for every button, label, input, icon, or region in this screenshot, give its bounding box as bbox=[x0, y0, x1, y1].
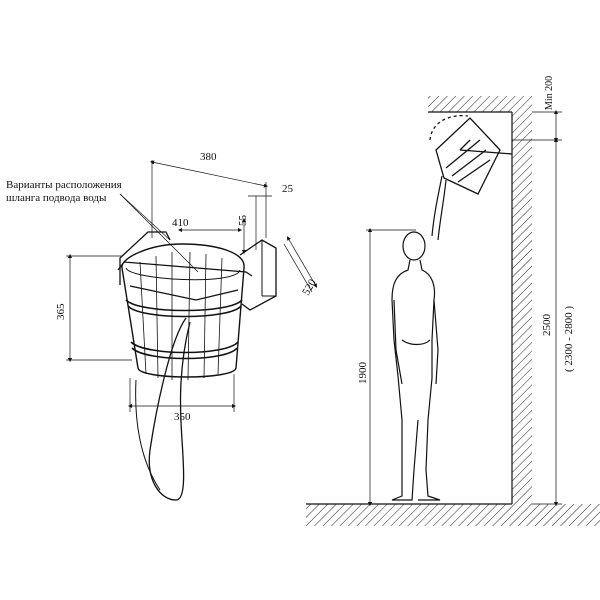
dim-height: 365 bbox=[55, 303, 67, 320]
dim-min-gap: Min 200 bbox=[544, 76, 555, 110]
dim-bracket-depth: 25 bbox=[282, 183, 294, 195]
dim-person-height: 1900 bbox=[357, 362, 369, 385]
ceiling bbox=[428, 96, 532, 112]
dim-inner-width: 410 bbox=[172, 217, 189, 229]
wall-bracket bbox=[119, 231, 277, 311]
dim-mount-height: 2500 bbox=[541, 314, 553, 337]
wall bbox=[512, 112, 532, 504]
installation-view: Min 200 1900 2500 ( 2300 - 2800 ) bbox=[306, 76, 600, 526]
dim-mount-range: ( 2300 - 2800 ) bbox=[563, 306, 575, 372]
bracket-edge bbox=[261, 240, 276, 297]
bucket-dimension-lines bbox=[66, 160, 318, 412]
water-stream bbox=[431, 175, 447, 241]
bracket-arm-top bbox=[117, 261, 253, 277]
dim-side-depth: 520 bbox=[300, 277, 319, 298]
floor bbox=[306, 504, 600, 526]
hose-caption-line1: Варианты расположения bbox=[6, 179, 122, 191]
hose-variant bbox=[135, 379, 161, 491]
bucket-rim bbox=[125, 267, 241, 281]
person-figure bbox=[391, 231, 441, 501]
bucket-assembly: Варианты расположения шланга подвода вод… bbox=[6, 151, 319, 501]
bucket-hoops bbox=[125, 299, 243, 360]
dim-bracket-height: 55 bbox=[237, 215, 249, 227]
bucket-lever bbox=[129, 285, 239, 301]
install-dimension-lines bbox=[366, 109, 562, 507]
wall-bucket bbox=[429, 114, 513, 195]
hose-caption-line2: шланга подвода воды bbox=[6, 192, 107, 204]
dim-top-width: 380 bbox=[200, 151, 217, 163]
dim-bottom-width: 350 bbox=[174, 411, 191, 423]
water-hose bbox=[148, 317, 191, 501]
